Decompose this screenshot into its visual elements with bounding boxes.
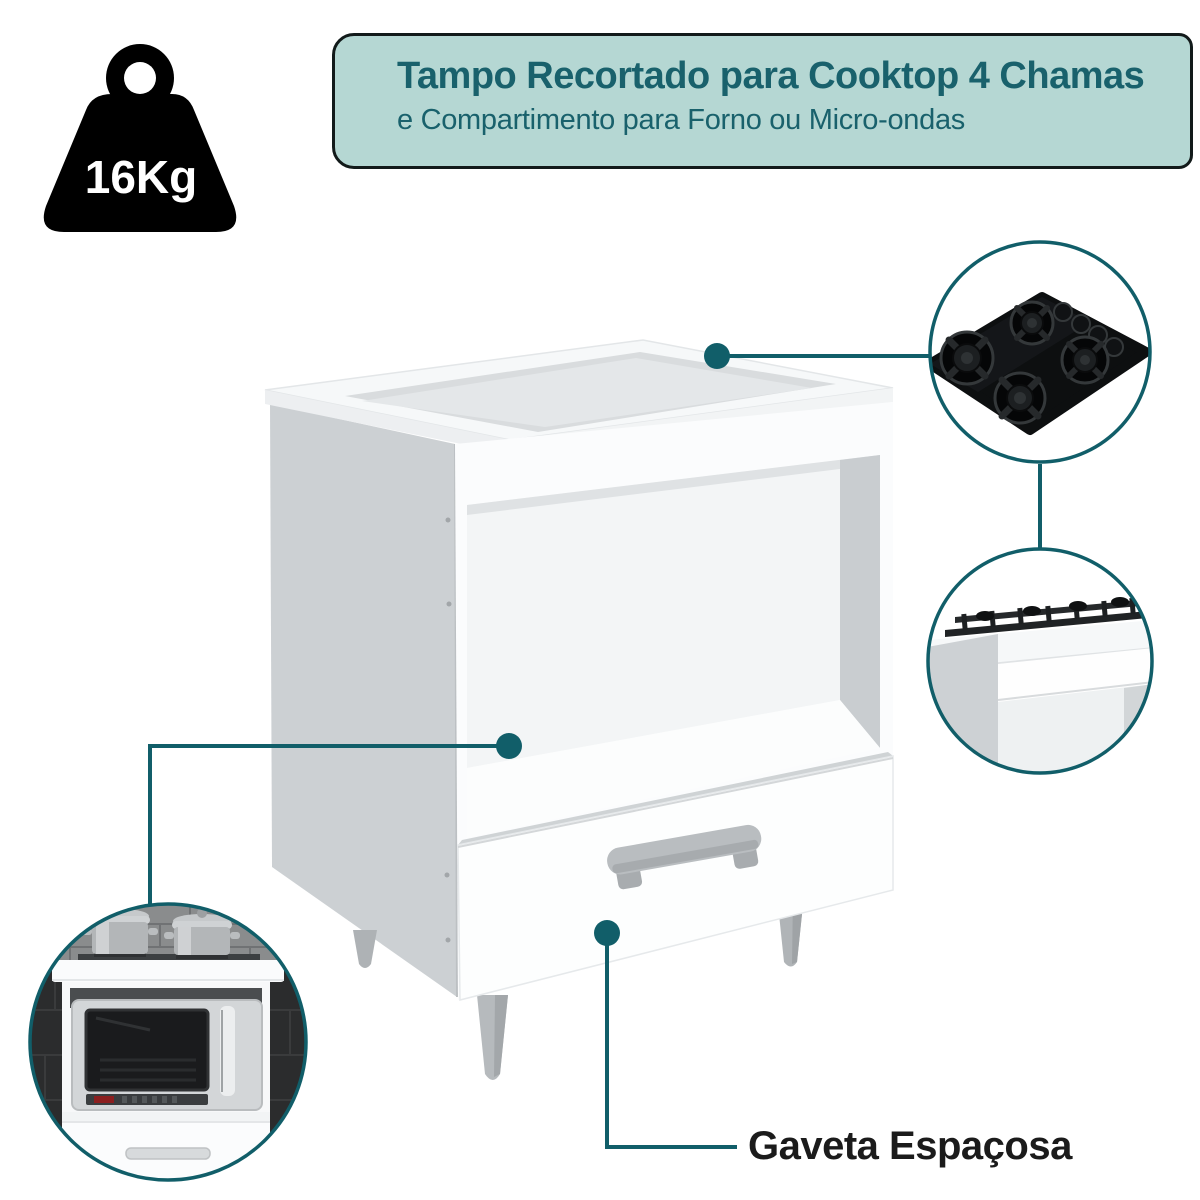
feature-banner: Tampo Recortado para Cooktop 4 Chamas e … — [332, 33, 1193, 169]
microwave — [71, 999, 263, 1111]
cooktop-photo-circle — [928, 240, 1152, 464]
cabinet-side-panel — [270, 404, 457, 997]
callout-dot-cooktop — [704, 343, 730, 369]
banner-subtitle: e Compartimento para Forno ou Micro-onda… — [397, 103, 965, 136]
callout-dot-compartment — [496, 733, 522, 759]
cabinet-with-microwave-photo — [30, 904, 306, 1180]
weight-icon — [43, 44, 237, 232]
weight-value: 16Kg — [84, 151, 198, 203]
callout-line-compartment — [148, 744, 509, 905]
cabinet-illustration — [264, 339, 894, 1080]
microwave-photo-circle — [28, 902, 308, 1182]
banner-title: Tampo Recortado para Cooktop 4 Chamas — [397, 55, 1145, 97]
callout-line-drawer — [605, 933, 737, 1149]
oven-compartment-niche — [467, 455, 880, 838]
installed-cooktop-circle — [926, 547, 1154, 775]
callout-connectors — [148, 354, 1042, 1149]
pot-right — [164, 908, 240, 955]
cooktop-4-burners-photo — [930, 292, 1150, 435]
callout-dot-drawer — [594, 920, 620, 946]
drawer-feature-label: Gaveta Espaçosa — [748, 1124, 1072, 1168]
drawer-handle — [607, 824, 762, 890]
drawer-front — [457, 755, 894, 1001]
burners — [939, 300, 1110, 425]
